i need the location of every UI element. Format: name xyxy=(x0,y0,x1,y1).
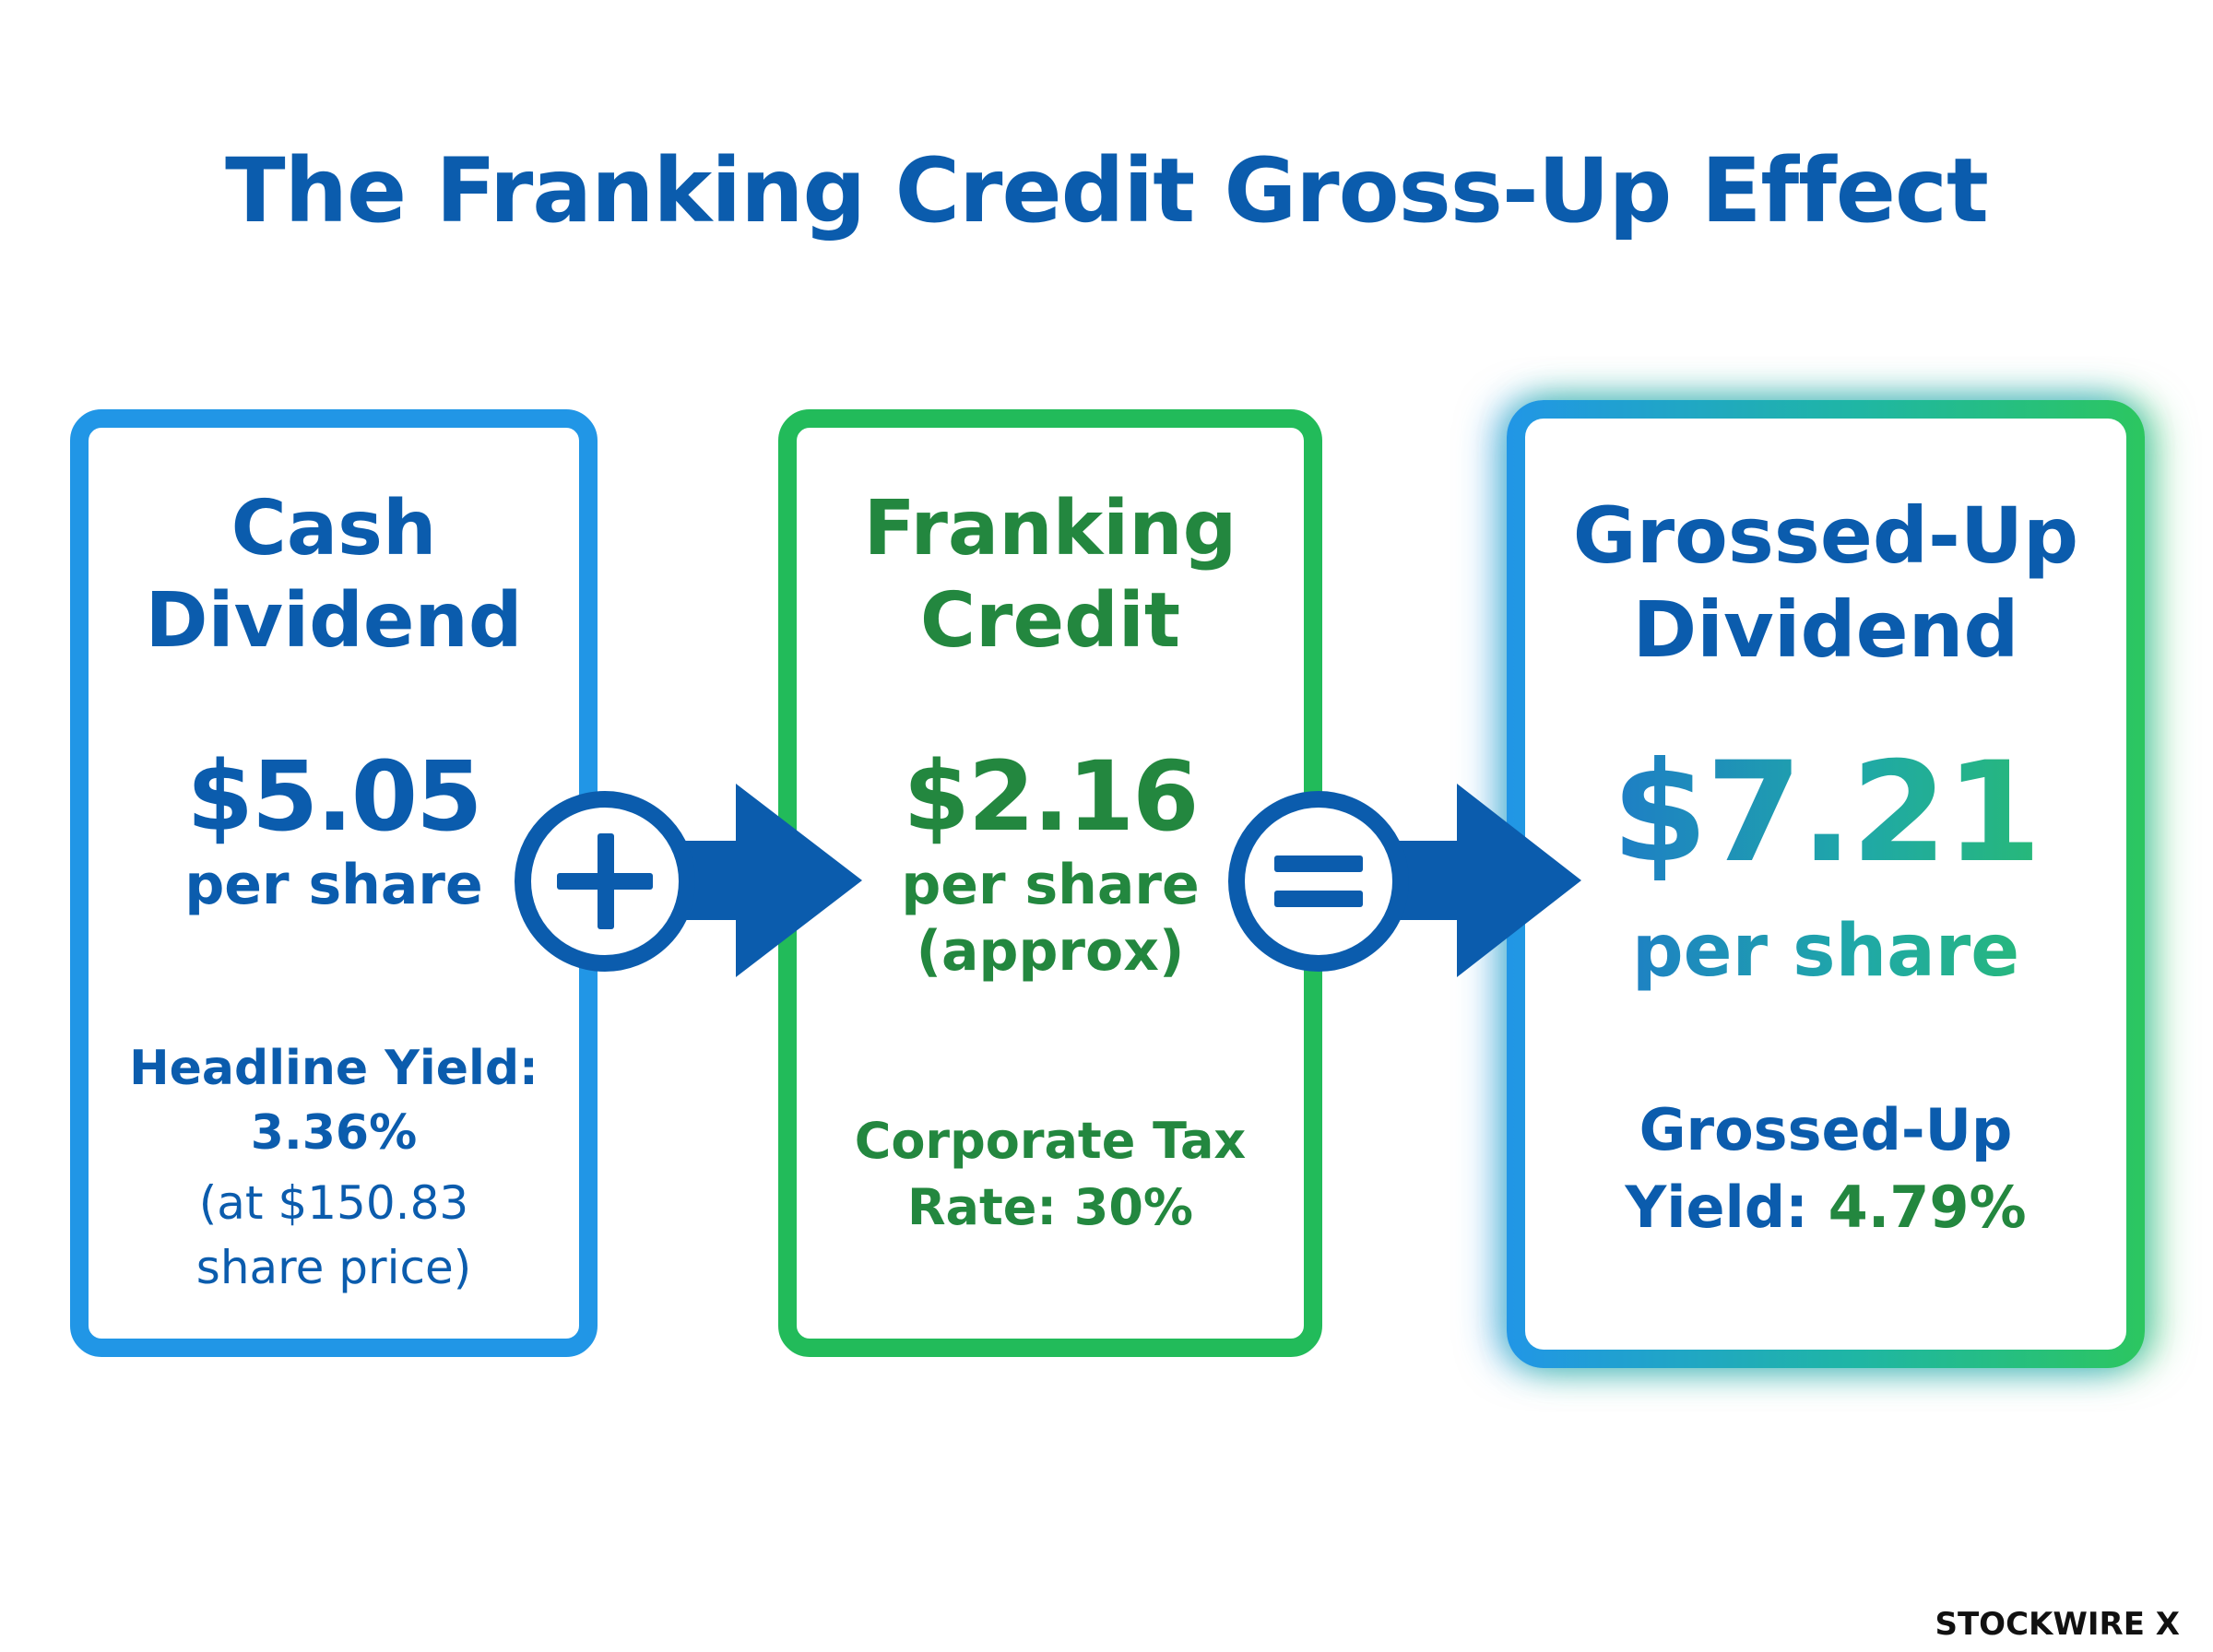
cash-heading-line1: Cash xyxy=(231,485,437,572)
franking-credit-heading: Franking Credit xyxy=(797,483,1304,667)
grossed-heading-line2: Dividend xyxy=(1632,584,2019,675)
grossed-up-dividend-heading: Grossed-Up Dividend xyxy=(1525,489,2126,677)
share-price-note-line2: share price) xyxy=(195,1241,472,1294)
arrow-right-icon xyxy=(590,784,862,977)
grossed-heading-line1: Grossed-Up xyxy=(1572,490,2079,581)
grossed-up-amount: $7.21 xyxy=(1525,739,2126,887)
brand-logo: STOCKWIRE X xyxy=(1935,1606,2181,1643)
headline-yield-label: Headline Yield: xyxy=(129,1041,538,1096)
page-title: The Franking Credit Gross-Up Effect xyxy=(225,139,1989,242)
corporate-tax-label: Corporate Tax xyxy=(854,1112,1247,1170)
grossed-up-dividend-card: Grossed-Up Dividend $7.21 per share Gros… xyxy=(1507,400,2145,1368)
grossed-up-yield-word: Yield: xyxy=(1625,1174,1808,1241)
share-price-note-line1: (at $150.83 xyxy=(198,1176,469,1230)
franking-heading-line1: Franking xyxy=(863,485,1237,572)
franking-credit-card: Franking Credit $2.16 per share (approx)… xyxy=(778,409,1322,1357)
franking-heading-line2: Credit xyxy=(919,577,1181,665)
cash-heading-line2: Dividend xyxy=(145,577,523,665)
grossed-up-unit: per share xyxy=(1525,909,2126,994)
corporate-tax-rate: Rate: 30% xyxy=(906,1178,1194,1236)
grossed-up-yield-line: Yield: 4.79% xyxy=(1525,1169,2126,1246)
equals-icon xyxy=(1228,791,1409,972)
plus-icon xyxy=(515,791,695,972)
franking-credit-unit: per share xyxy=(901,853,1200,917)
grossed-up-yield-label: Grossed-Up xyxy=(1639,1096,2013,1163)
cash-dividend-amount: $5.05 xyxy=(186,740,483,853)
cash-dividend-unit: per share xyxy=(184,853,483,917)
cash-dividend-card: Cash Dividend $5.05 per share Headline Y… xyxy=(70,409,598,1357)
franking-credit-amount: $2.16 xyxy=(903,740,1200,853)
grossed-up-yield-value: 4.79% xyxy=(1828,1174,2027,1241)
franking-credit-approx: (approx) xyxy=(916,919,1185,984)
headline-yield-value: 3.36% xyxy=(250,1105,418,1161)
cash-dividend-heading: Cash Dividend xyxy=(89,483,579,667)
arrow-right-icon xyxy=(1300,784,1581,977)
